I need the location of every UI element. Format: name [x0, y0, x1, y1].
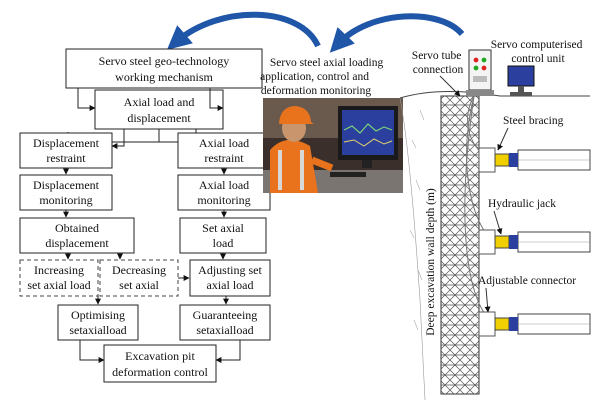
- axial-restraint-line1: Axial load: [199, 136, 249, 150]
- steel-bracing-label: Steel bracing: [503, 115, 564, 127]
- decreasing-box: [99, 259, 179, 297]
- servo-tube-line1: Servo tube: [412, 50, 462, 62]
- photo-caption: Servo steel axial loading application, c…: [260, 57, 386, 97]
- obtained-line2: displacement: [45, 236, 109, 250]
- mechanism-line1: Servo steel geo-technology: [99, 54, 230, 68]
- set-axial-load-box: [179, 217, 267, 254]
- obtained-displacement-box: [19, 217, 135, 254]
- photo-caption-line2: application, control and: [260, 71, 369, 83]
- displacement-restraint-box: [19, 132, 113, 169]
- ground-surface: [399, 90, 590, 99]
- decreasing-line2: set axial: [119, 278, 159, 292]
- optimising-line2: setaxialload: [69, 323, 126, 337]
- axial-restraint-line2: restraint: [204, 151, 244, 165]
- hydraulic-jack-icon: [494, 235, 510, 249]
- wall-depth-label: Deep excavation wall depth (m): [425, 188, 437, 336]
- guaranteeing-box: [179, 304, 271, 341]
- adjusting-line2: axial load: [207, 278, 254, 292]
- feedback-arrow-left: [166, 11, 321, 50]
- displacement-monitoring-box: [19, 174, 113, 211]
- svg-text:Adjusting setaxial load: Adjusting setaxial load: [198, 263, 262, 292]
- mechanism-line2: working mechanism: [115, 70, 213, 84]
- axial-monitoring-line2: monitoring: [197, 193, 250, 207]
- axial-line2: displacement: [127, 111, 191, 125]
- mechanism-box: [65, 48, 263, 89]
- control-unit-line1: Servo computerised: [491, 39, 583, 51]
- adjustable-connector-label: Adjustable connector: [478, 275, 576, 287]
- hard-hat-icon: [279, 106, 314, 124]
- hydraulic-jack-icon: [494, 153, 510, 167]
- axial-line1: Axial load and: [124, 95, 195, 109]
- excavation-box: [103, 344, 217, 383]
- increasing-line1: Increasing: [34, 263, 84, 277]
- disp-restraint-line2: restraint: [46, 151, 86, 165]
- photo-caption-line3: deformation monitoring: [261, 85, 371, 97]
- disp-monitoring-line2: monitoring: [39, 193, 92, 207]
- hydraulic-jack-label: Hydraulic jack: [488, 198, 556, 210]
- flowchart: Servo steel geo-technology working mechan…: [19, 48, 271, 383]
- control-unit-icon: [466, 49, 535, 96]
- strut-level-3: [478, 311, 591, 337]
- control-unit-line2: control unit: [511, 53, 565, 65]
- worker-icon: [270, 106, 334, 193]
- set-axial-line1: Set axial: [202, 221, 244, 235]
- optimising-box: [57, 304, 139, 341]
- control-unit-label: Servo computerised control unit: [491, 39, 586, 65]
- guaranteeing-line1: Guaranteeing: [193, 308, 258, 322]
- monitor-icon: [338, 106, 398, 168]
- axial-monitoring-line1: Axial load: [199, 178, 249, 192]
- hydraulic-jack-icon: [494, 317, 510, 331]
- obtained-line1: Obtained: [55, 221, 99, 235]
- adjusting-box: [189, 259, 271, 297]
- operator-photo: [263, 98, 403, 193]
- excavation-line2: deformation control: [112, 365, 208, 379]
- optimising-line1: Optimising: [71, 308, 125, 322]
- retaining-wall: [440, 95, 480, 395]
- guaranteeing-line2: setaxialload: [196, 323, 253, 337]
- set-axial-line2: load: [213, 236, 234, 250]
- axial-monitoring-box: [177, 174, 271, 211]
- disp-monitoring-line1: Displacement: [33, 178, 100, 192]
- strut-level-1: [478, 147, 591, 173]
- servo-tube-line2: connection: [413, 64, 464, 76]
- svg-text:Set axialload: Set axialload: [202, 221, 244, 250]
- photo-caption-line1: Servo steel axial loading: [270, 57, 384, 69]
- servo-tube-label: Servo tube connection: [412, 50, 464, 76]
- strut-level-2: [478, 229, 591, 255]
- increasing-line2: set axial load: [27, 278, 90, 292]
- adjusting-line1: Adjusting set: [198, 263, 262, 277]
- disp-restraint-line1: Displacement: [33, 136, 100, 150]
- axial-restraint-box: [177, 132, 271, 169]
- excavation-line1: Excavation pit: [125, 349, 195, 363]
- feedback-arrow-right: [329, 13, 465, 53]
- increasing-box: [19, 259, 99, 297]
- decreasing-line1: Decreasing: [112, 263, 166, 277]
